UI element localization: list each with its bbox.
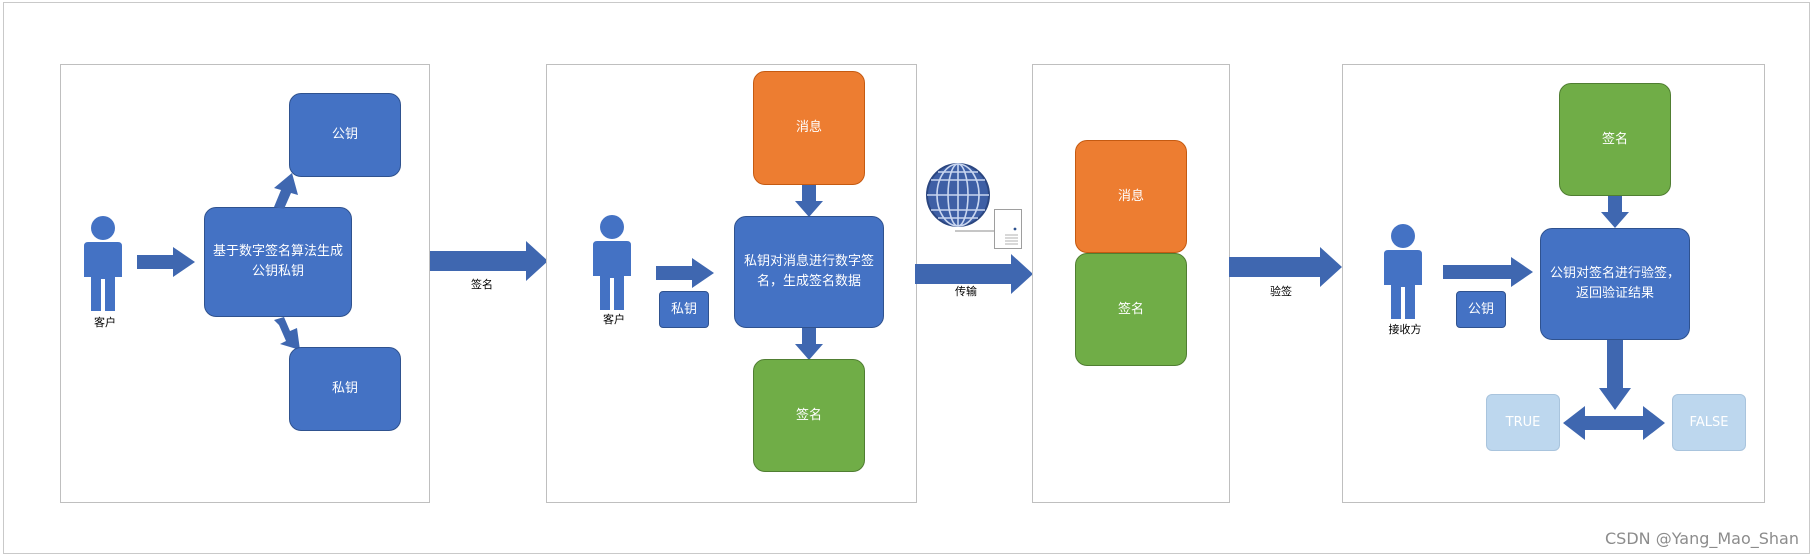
- watermark: CSDN @Yang_Mao_Shan: [1604, 529, 1799, 548]
- private-key-small-box: 私钥: [659, 291, 709, 328]
- arrow-signature-to-verify: [1601, 196, 1629, 228]
- diagram-frame: [3, 2, 1810, 554]
- arrow-to-private-key: [274, 317, 300, 350]
- client-person-icon: [593, 215, 631, 310]
- arrow-client-to-sign: [656, 258, 714, 288]
- signature-box: 签名: [753, 359, 865, 472]
- arrow-verify-label: 验签: [1270, 285, 1292, 298]
- arrow-receiver-to-verify: [1443, 257, 1533, 287]
- arrow-sign-label: 签名: [471, 278, 493, 291]
- signature-box: 签名: [1075, 253, 1187, 366]
- false-result-box: FALSE: [1672, 394, 1746, 451]
- message-box: 消息: [1075, 140, 1187, 253]
- private-key-box: 私钥: [289, 347, 401, 431]
- public-key-small-box: 公钥: [1456, 291, 1506, 328]
- verify-signature-box: 公钥对签名进行验签，返回验证结果: [1540, 228, 1690, 340]
- client-label: 客户: [603, 313, 625, 326]
- client-label: 客户: [94, 316, 116, 329]
- signature-box: 签名: [1559, 83, 1671, 196]
- generate-keys-box: 基于数字签名算法生成公钥私钥: [204, 207, 352, 317]
- document-icon: [994, 209, 1022, 249]
- arrow-message-down: [795, 185, 823, 217]
- receiver-person-icon: [1384, 224, 1422, 319]
- network-line: [955, 230, 997, 232]
- arrow-sign: [430, 241, 548, 281]
- public-key-box: 公钥: [289, 93, 401, 177]
- globe-icon: [926, 163, 990, 227]
- arrow-client-to-generate: [137, 247, 195, 277]
- message-box: 消息: [753, 71, 865, 185]
- double-arrow-true-false: [1563, 406, 1665, 440]
- true-result-box: TRUE: [1486, 394, 1560, 451]
- arrow-verify: [1229, 247, 1342, 287]
- sign-message-box: 私钥对消息进行数字签名，生成签名数据: [734, 216, 884, 328]
- arrow-to-public-key: [274, 173, 298, 209]
- arrow-transmit-label: 传输: [955, 285, 977, 298]
- receiver-label: 接收方: [1388, 323, 1422, 336]
- arrow-transmit: [915, 254, 1033, 294]
- arrow-signature-down: [795, 328, 823, 360]
- client-person-icon: [84, 216, 122, 311]
- arrow-verify-result: [1599, 340, 1631, 410]
